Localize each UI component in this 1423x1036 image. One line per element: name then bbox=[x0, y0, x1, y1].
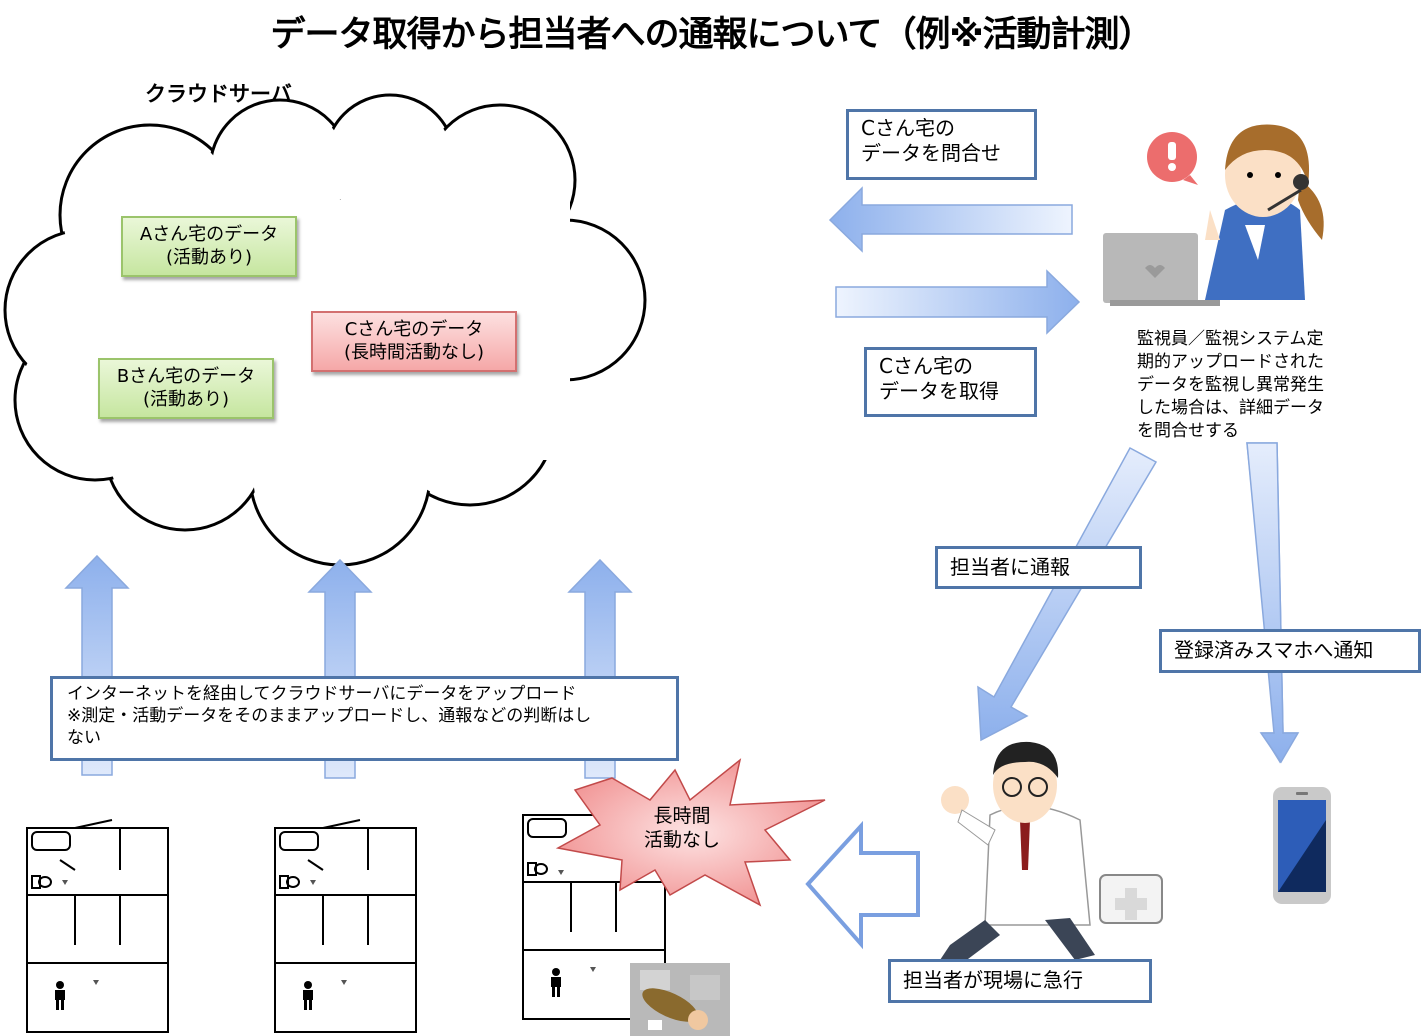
upload-label-box: インターネットを経由してクラウドサーバにデータをアップロード ※測定・活動データ… bbox=[50, 676, 679, 761]
acquire-arrow bbox=[835, 269, 1081, 335]
floor-plan-b bbox=[274, 819, 417, 1033]
page-title: データ取得から担当者への通報について（例※活動計測） bbox=[270, 15, 1154, 55]
staff-illustration bbox=[940, 741, 1163, 965]
acquire-label-box: Cさん宅の データを取得 bbox=[864, 347, 1037, 417]
upload-line2: ※測定・活動データをそのままアップロードし、通報などの判断はし bbox=[67, 706, 592, 726]
alert-starburst bbox=[555, 758, 826, 907]
operator-illustration bbox=[1103, 124, 1324, 306]
upload-line3: ない bbox=[67, 728, 101, 748]
data-box-c: Cさん宅のデータ (長時間活動なし) bbox=[311, 311, 517, 372]
upload-line1: インターネットを経由してクラウドサーバにデータをアップロード bbox=[67, 684, 577, 704]
data-box-a: Aさん宅のデータ (活動あり) bbox=[121, 216, 297, 277]
query-line1: Cさん宅の bbox=[861, 116, 955, 140]
smartphone-icon bbox=[1273, 787, 1331, 904]
data-box-c-line1: Cさん宅のデータ bbox=[344, 319, 484, 340]
acquire-line1: Cさん宅の bbox=[879, 354, 973, 378]
data-box-a-line2: (活動あり) bbox=[165, 247, 253, 268]
report-label-box: 担当者に通報 bbox=[935, 546, 1142, 589]
alert-line1: 長時間 bbox=[653, 805, 711, 827]
rush-arrow bbox=[805, 820, 920, 950]
data-box-c-line2: (長時間活動なし) bbox=[343, 342, 485, 363]
cloud-server-label: クラウドサーバ bbox=[145, 82, 292, 106]
upload-arrows bbox=[64, 554, 633, 779]
report-arrow bbox=[977, 446, 1158, 742]
query-label-box: Cさん宅の データを問合せ bbox=[846, 109, 1037, 180]
sensor-icons bbox=[62, 870, 596, 985]
acquire-line2: データを取得 bbox=[879, 379, 999, 403]
data-box-b-line2: (活動あり) bbox=[142, 389, 230, 410]
floor-plan-a bbox=[26, 819, 169, 1033]
floor-plan-c bbox=[522, 814, 666, 1020]
smartphone-label-box: 登録済みスマホへ通知 bbox=[1159, 629, 1421, 673]
data-box-a-line1: Aさん宅のデータ bbox=[139, 224, 279, 245]
query-arrow bbox=[828, 186, 1073, 253]
monitor-description: 監視員／監視システム定期的アップロードされたデータを監視し異常発生した場合は、詳… bbox=[1137, 329, 1324, 441]
alert-line2: 活動なし bbox=[643, 829, 720, 851]
rush-label-box: 担当者が現場に急行 bbox=[888, 959, 1152, 1003]
person-icons bbox=[55, 968, 561, 1010]
data-box-b-line1: Bさん宅のデータ bbox=[116, 366, 256, 387]
alert-text: 長時間 活動なし bbox=[632, 804, 732, 852]
query-line2: データを問合せ bbox=[861, 141, 1001, 165]
data-box-b: Bさん宅のデータ (活動あり) bbox=[98, 358, 274, 419]
fallen-person-image bbox=[630, 963, 730, 1036]
